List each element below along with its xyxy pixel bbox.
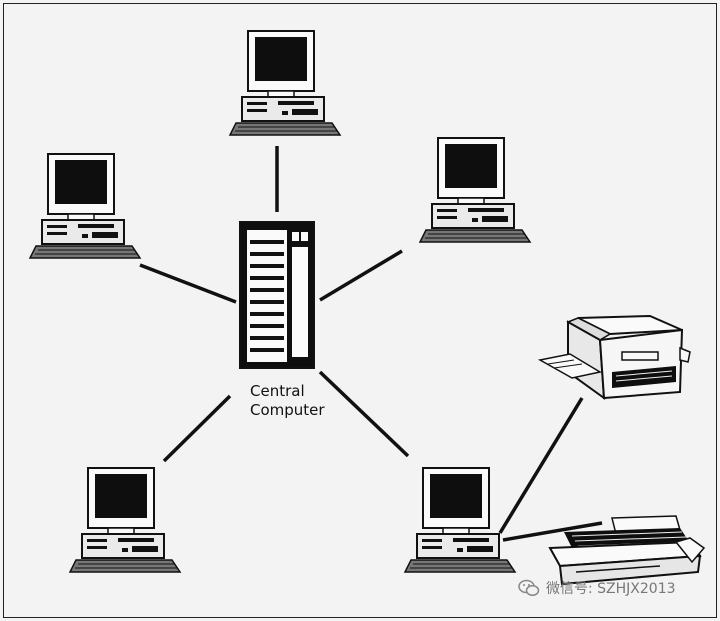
link-upper-left [139, 263, 237, 304]
central-computer-server [239, 221, 315, 369]
diagram-frame [3, 3, 717, 618]
link-dot-matrix-printer [502, 521, 603, 542]
link-upper-right [319, 249, 403, 302]
link-lower-left [162, 394, 232, 463]
computer-upper-left [29, 153, 141, 259]
wechat-icon [518, 579, 540, 597]
central-computer-label: Central Computer [250, 382, 325, 420]
link-lower-right [318, 370, 410, 458]
computer-top [229, 30, 341, 136]
link-laser-printer [498, 397, 584, 534]
laser-printer [537, 314, 691, 401]
watermark-text: 微信号: SZHJX2013 [546, 581, 676, 597]
central-label-line2: Computer [250, 401, 325, 419]
central-label-line1: Central [250, 382, 305, 400]
computer-lower-right [404, 467, 516, 573]
watermark: 微信号: SZHJX2013 [518, 576, 676, 600]
computer-upper-right [419, 137, 531, 243]
computer-lower-left [69, 467, 181, 573]
connections [139, 146, 603, 542]
dot-matrix-printer [548, 515, 706, 586]
